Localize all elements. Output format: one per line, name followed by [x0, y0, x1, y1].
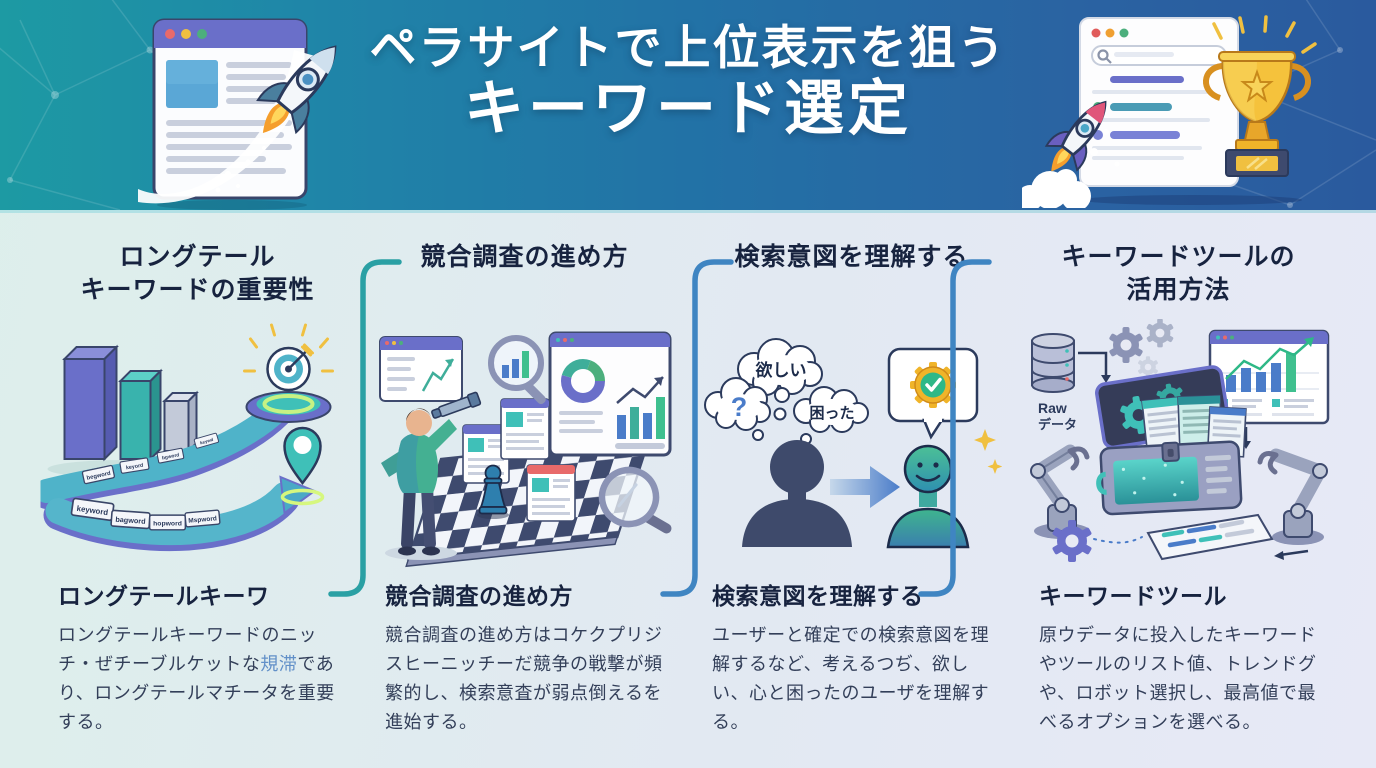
robot-arm-icon: [1029, 444, 1090, 539]
telescope-icon: [430, 391, 481, 419]
svg-text:hopword: hopword: [153, 521, 182, 528]
column-heading: ロングテール キーワードの重要性: [40, 241, 355, 315]
keyword-tiles: keyword bagword hopword Mspword begword …: [70, 432, 221, 531]
target-icon: [242, 323, 334, 392]
transformation-arrow-icon: [829, 466, 900, 508]
gear-icon: [1137, 356, 1158, 378]
webpage-card: [499, 398, 550, 460]
donut-chart: [560, 359, 605, 403]
webpage-card: [525, 464, 576, 522]
column-heading: 検索意図を理解する: [694, 241, 1009, 315]
location-pin-icon: [280, 426, 324, 506]
content-columns: ロングテール キーワードの重要性: [0, 213, 1376, 768]
toolbox: [1094, 365, 1247, 516]
raw-data-label2: データ: [1038, 417, 1077, 432]
bubble-trail-dots: [751, 387, 812, 445]
sparkle-icon: [973, 429, 1002, 474]
solution-speech-bubble: [887, 347, 978, 440]
svg-text:?: ?: [730, 392, 747, 422]
keyboard-list-tray: [1145, 513, 1274, 561]
browser-window: [152, 18, 308, 200]
gear-icon: [1052, 520, 1091, 562]
cloud-smoke: [1022, 119, 1120, 208]
svg-text:begword: begword: [86, 471, 111, 482]
search-intent-illustration: 欲しい ?: [694, 319, 1009, 569]
search-results-window: [1079, 17, 1239, 187]
thought-bubble-trouble: 困った: [792, 386, 869, 433]
robot-arm-icon: [1257, 448, 1328, 545]
column-keyword-tools: キーワードツールの 活用方法: [1021, 241, 1336, 768]
rocket-icon: [256, 45, 337, 135]
trend-chart-window: [1208, 329, 1329, 425]
raw-data-label: Raw: [1038, 400, 1067, 416]
column-subheading: 検索意図を理解する: [712, 583, 924, 609]
column-subheading: ロングテールキーワ: [58, 583, 270, 609]
bar-chart-3d: [61, 344, 199, 462]
longtail-illustration: keyword bagword hopword Mspword begword …: [40, 319, 355, 569]
trophy-icon: [1203, 15, 1317, 177]
column-subheading: 競合調査の進め方: [385, 583, 573, 609]
hero-browser-rocket-illustration: [138, 18, 337, 210]
body-text: ユーザーと確定での検索意図を理解するなど、考えるつぢ、欲しい、心と困ったのユーザ…: [712, 625, 990, 733]
column-heading: キーワードツールの 活用方法: [1021, 241, 1336, 315]
gear-icon: [1146, 319, 1173, 348]
svg-text:keywd: keywd: [199, 437, 214, 446]
flow-arrow: [1077, 351, 1111, 383]
thought-bubble-want: 欲しい: [736, 338, 823, 396]
svg-text:欲しい: 欲しい: [754, 360, 806, 380]
magnifier-icon: [598, 466, 671, 534]
heading-line1: 競合調査の進め方: [420, 243, 629, 271]
svg-text:keyword: keyword: [76, 504, 109, 517]
user-silhouette: [741, 440, 852, 547]
body-text: ロングテールキーワードのニッチ・ぜチーブルケットな: [58, 625, 317, 675]
hero-trophy-rocket-illustration: [1022, 15, 1317, 208]
column-competitor-research: 競合調査の進め方: [367, 241, 682, 768]
gear-icon: [1108, 327, 1143, 363]
heading-line2: 活用方法: [1126, 275, 1231, 304]
keyword-cards: [1140, 394, 1247, 458]
svg-text:困った: 困った: [809, 405, 854, 422]
body-text: であり、ロングテールマチータを重要する。: [58, 654, 335, 733]
svg-text:keyord: keyord: [125, 463, 143, 472]
column-body-text: ロングテールキーワードのニッチ・ぜチーブルケットな規滞であり、ロングテールマチー…: [40, 621, 355, 738]
analytics-screen: [548, 331, 671, 457]
search-icon: [1097, 49, 1112, 64]
browser-window-small: [378, 336, 463, 402]
target-platform: [245, 391, 331, 423]
heading-line1: ロングテール: [119, 243, 276, 271]
gear-check-icon: [909, 362, 956, 408]
column-body-text: ユーザーと確定での検索意図を理解するなど、考えるつぢ、欲しい、心と困ったのユーザ…: [694, 621, 1009, 738]
body-text: 競合調査の進め方はコケクプリジスヒーニッチーだ競争の戦撃が頻繁的し、検索意査が弱…: [385, 625, 663, 733]
heading-line1: 検索意図を理解する: [734, 243, 969, 271]
rocket-icon: [1044, 100, 1107, 172]
column-body-text: 原ウデータに投入したキーワードやツールのリスト値、トレンドグや、ロボット選択し、…: [1021, 621, 1336, 738]
column-subheading: キーワードツール: [1039, 583, 1227, 609]
column-body-text: 競合調査の進め方はコケクプリジスヒーニッチーだ競争の戦撃が頻繁的し、検索意査が弱…: [367, 621, 682, 738]
competitor-research-illustration: [367, 319, 682, 569]
chess-pawn-icon: [476, 464, 509, 519]
body-text-accent: 規滞: [260, 654, 298, 675]
keyword-tools-illustration: Raw データ: [1021, 319, 1336, 569]
svg-text:Mspword: Mspword: [188, 515, 217, 524]
magnifier-bar-chart-icon: [487, 335, 546, 405]
satisfied-user: [886, 444, 969, 549]
column-heading: 競合調査の進め方: [367, 241, 682, 315]
svg-text:bagword: bagword: [115, 515, 146, 526]
heading-line1: キーワードツールの: [1061, 243, 1296, 271]
database-icon: [1030, 333, 1075, 393]
column-search-intent: 検索意図を理解する: [694, 241, 1009, 768]
heading-line2: キーワードの重要性: [80, 275, 315, 304]
hero-banner: ペラサイトで上位表示を狙う キーワード選定: [0, 0, 1376, 213]
body-text: 原ウデータに投入したキーワードやツールのリスト値、トレンドグや、ロボット選択し、…: [1039, 625, 1317, 733]
svg-text:bgword: bgword: [161, 452, 179, 461]
column-longtail-keywords: ロングテール キーワードの重要性: [40, 241, 355, 768]
